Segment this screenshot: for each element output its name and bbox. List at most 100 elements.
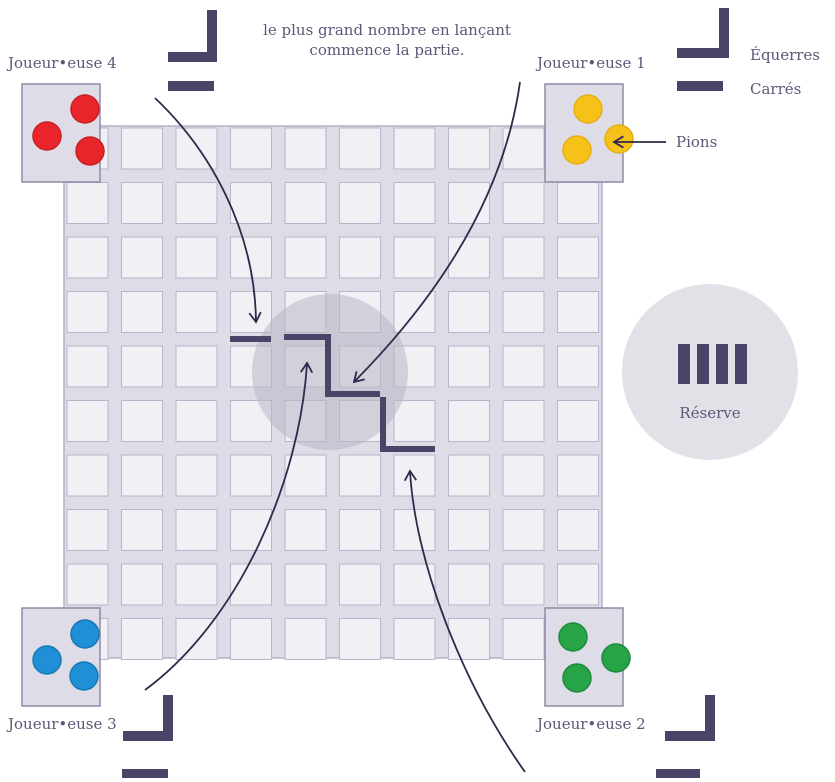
board-cell bbox=[502, 563, 545, 606]
board-cell bbox=[557, 236, 599, 279]
board-cell bbox=[284, 454, 327, 497]
arrow-head bbox=[300, 361, 314, 374]
board-cell bbox=[393, 618, 436, 660]
board-cell bbox=[175, 291, 218, 333]
board-cell bbox=[557, 454, 599, 497]
start-pieces bbox=[230, 334, 435, 452]
board-cell bbox=[284, 618, 327, 660]
board-cell bbox=[175, 127, 218, 170]
board-cell bbox=[557, 345, 599, 388]
board-cell bbox=[393, 291, 436, 333]
player-2-label: Joueur•euse 2 bbox=[537, 715, 646, 733]
board-cell bbox=[339, 127, 381, 170]
board-cell bbox=[66, 454, 109, 497]
player-4-label: Joueur•euse 4 bbox=[8, 54, 117, 72]
arrow-player-3 bbox=[144, 361, 314, 691]
pawn bbox=[573, 94, 603, 124]
board-cell bbox=[448, 400, 490, 442]
pawn bbox=[75, 136, 105, 166]
board-cell bbox=[448, 345, 490, 388]
reserve-bars bbox=[678, 344, 747, 384]
board-cell bbox=[284, 236, 327, 279]
board-cell bbox=[557, 509, 599, 551]
player-2-base bbox=[544, 607, 631, 707]
arrow-line bbox=[154, 97, 257, 323]
pawn bbox=[558, 622, 588, 652]
arrow-line bbox=[353, 81, 521, 383]
pawn bbox=[70, 619, 100, 649]
board-cell bbox=[121, 454, 163, 497]
pawn bbox=[32, 121, 62, 151]
board-cell bbox=[557, 291, 599, 333]
board-cell bbox=[448, 127, 490, 170]
board-cell bbox=[230, 454, 272, 497]
board-cell bbox=[121, 291, 163, 333]
board-cell bbox=[557, 400, 599, 442]
pawn bbox=[32, 645, 62, 675]
pawn bbox=[70, 94, 100, 124]
intro-text: … le plus grand nombre en lançant commen… bbox=[232, 0, 542, 60]
start-equerre-piece bbox=[284, 334, 380, 397]
legend-carres-label: Carrés bbox=[750, 80, 802, 98]
equerre-piece bbox=[168, 10, 217, 62]
board-cell bbox=[339, 236, 381, 279]
board-cell bbox=[339, 509, 381, 551]
board-cell bbox=[121, 618, 163, 660]
board-cell bbox=[557, 182, 599, 224]
player-1-label: Joueur•euse 1 bbox=[537, 54, 646, 72]
arrow-head bbox=[248, 311, 262, 324]
arrow-player-4 bbox=[154, 97, 262, 324]
board-cell bbox=[121, 127, 163, 170]
equerre-piece bbox=[123, 695, 173, 741]
arrow-line bbox=[144, 362, 308, 691]
board-cell bbox=[121, 236, 163, 279]
board-cell bbox=[339, 618, 381, 660]
board-cell bbox=[66, 291, 109, 333]
board-cell bbox=[448, 618, 490, 660]
board-cell bbox=[66, 182, 109, 224]
reserve-bar bbox=[678, 344, 690, 384]
board-cell bbox=[284, 509, 327, 551]
arrow-pions bbox=[612, 135, 666, 149]
pawn bbox=[601, 643, 631, 673]
legend-pions-label: Pions bbox=[676, 133, 718, 151]
reserve-zone bbox=[622, 284, 798, 460]
board-cell bbox=[121, 182, 163, 224]
board-cell bbox=[121, 509, 163, 551]
board-cell bbox=[230, 182, 272, 224]
intro-line-3: commence la partie. bbox=[309, 41, 465, 59]
start-equerre-piece bbox=[380, 397, 435, 452]
board-cell bbox=[393, 127, 436, 170]
reserve-label: Réserve bbox=[679, 404, 741, 422]
board-cell bbox=[66, 400, 109, 442]
board-cell bbox=[502, 182, 545, 224]
player-3-base bbox=[21, 607, 101, 707]
board-cell bbox=[175, 400, 218, 442]
equerre-piece bbox=[677, 8, 729, 58]
board-cell bbox=[284, 182, 327, 224]
board-cell bbox=[339, 454, 381, 497]
board-cell bbox=[66, 236, 109, 279]
board-cell bbox=[175, 182, 218, 224]
arrow-head bbox=[352, 371, 365, 384]
arrow-player-1 bbox=[352, 81, 521, 384]
arrow-head bbox=[403, 469, 417, 482]
board-cell bbox=[230, 127, 272, 170]
board-cell bbox=[502, 291, 545, 333]
arrows bbox=[144, 81, 666, 773]
board-cell bbox=[339, 182, 381, 224]
player-3-label: Joueur•euse 3 bbox=[8, 715, 117, 733]
equerre-piece bbox=[665, 695, 715, 741]
board-cell bbox=[230, 291, 272, 333]
arrow-head bbox=[612, 135, 624, 149]
board-cell bbox=[393, 454, 436, 497]
board-cell bbox=[284, 563, 327, 606]
reserve-bar bbox=[735, 344, 747, 384]
pawn bbox=[562, 663, 592, 693]
board-cell bbox=[230, 618, 272, 660]
board-cell bbox=[121, 345, 163, 388]
board-cell bbox=[175, 345, 218, 388]
board-cell bbox=[502, 509, 545, 551]
